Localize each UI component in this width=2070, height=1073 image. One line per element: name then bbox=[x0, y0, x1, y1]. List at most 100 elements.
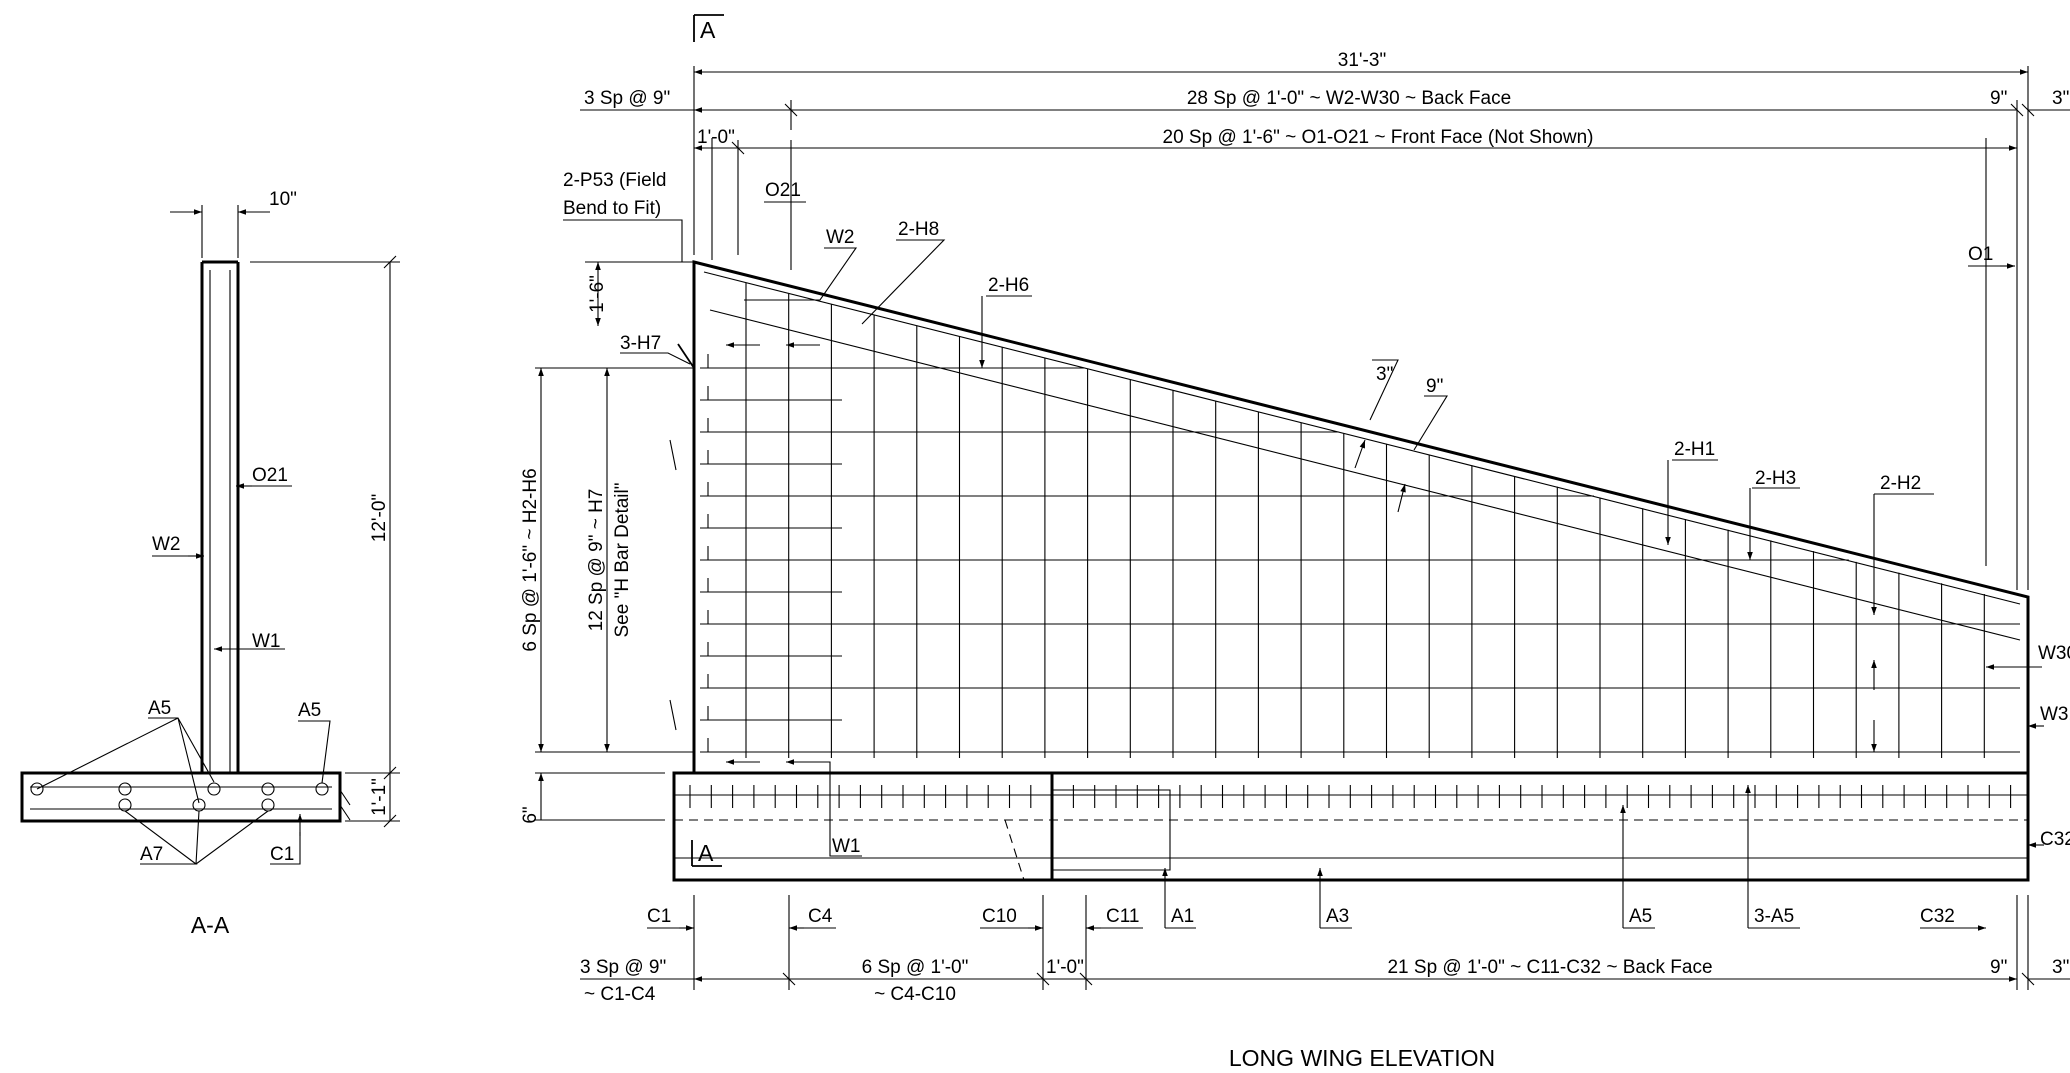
bottom-extension-lines bbox=[693, 895, 2029, 990]
elevation-grid bbox=[674, 283, 2028, 859]
cut-mark-top-label: A bbox=[700, 17, 716, 43]
nine-in-arrow bbox=[1397, 483, 1406, 513]
overall-dim: 31'-3" bbox=[1338, 50, 1386, 71]
label-o21: O21 bbox=[765, 180, 801, 201]
bottom-back-face: 21 Sp @ 1'-0" ~ C11-C32 ~ Back Face bbox=[1387, 957, 1712, 978]
section-footing-bars bbox=[30, 786, 332, 810]
top-sp-3-9: 3 Sp @ 9" bbox=[584, 88, 670, 109]
bottom-end-3: 3" bbox=[2052, 957, 2069, 978]
bottom-c4-c10: ~ C4-C10 bbox=[874, 984, 956, 1005]
label-c32: C32 bbox=[1920, 906, 1955, 927]
label-c11: C11 bbox=[1106, 906, 1139, 927]
h3-leader bbox=[1749, 487, 1800, 530]
bottom-sp-3-9: 3 Sp @ 9" bbox=[580, 957, 666, 978]
bottom-sp-6-1: 6 Sp @ 1'-0" bbox=[862, 957, 969, 978]
bottom-dim-ticks bbox=[782, 972, 2035, 986]
label-h8: 2-H8 bbox=[898, 219, 939, 240]
label-w2: W2 bbox=[826, 227, 855, 248]
cut-mark-top bbox=[693, 14, 724, 42]
dim-h7-line2: See "H Bar Detail" bbox=[612, 483, 633, 638]
left-extension-lines bbox=[535, 261, 694, 821]
label-a5-3: 3-A5 bbox=[1754, 906, 1794, 927]
h7-leader bbox=[620, 352, 691, 365]
label-c1: C1 bbox=[647, 906, 671, 927]
top-bar-line-2 bbox=[709, 309, 2021, 641]
cut-mark-bottom bbox=[691, 840, 722, 867]
label-nine-in: 9" bbox=[1426, 376, 1443, 397]
chamfer-detail bbox=[677, 343, 695, 369]
a3-leader bbox=[1319, 900, 1352, 929]
label-h3: 2-H3 bbox=[1755, 468, 1796, 489]
section-footing-dim: 1'-1" bbox=[369, 778, 390, 816]
label-w31: W31 bbox=[2040, 704, 2070, 725]
section-stem-outline bbox=[200, 260, 240, 773]
a5-left-leaders bbox=[36, 717, 215, 804]
label-w30: W30 bbox=[2038, 643, 2070, 664]
dim-h-bars: 6 Sp @ 1'-6" ~ H2-H6 bbox=[520, 468, 541, 651]
h8-leader bbox=[861, 239, 946, 325]
section-label-a5-right: A5 bbox=[298, 700, 321, 721]
a7-leaders bbox=[124, 810, 269, 865]
section-width-extension bbox=[201, 205, 239, 258]
dim-h7-line1: 12 Sp @ 9" ~ H7 bbox=[586, 489, 607, 632]
a5-right-leader bbox=[298, 720, 331, 784]
dim-one-six: 1'-6" bbox=[587, 275, 608, 313]
cut-mark-bottom-label: A bbox=[698, 840, 714, 866]
top-end-9: 9" bbox=[1990, 88, 2007, 109]
label-h6: 2-H6 bbox=[988, 275, 1029, 296]
section-label-a7: A7 bbox=[140, 844, 163, 865]
a5-3-leader bbox=[1747, 810, 1800, 929]
label-c32-right: C32 bbox=[2040, 829, 2070, 850]
label-h1: 2-H1 bbox=[1674, 439, 1715, 460]
label-three-in: 3" bbox=[1376, 364, 1393, 385]
label-h7: 3-H7 bbox=[620, 333, 661, 354]
a5-leader bbox=[1622, 830, 1655, 929]
nine-in-leader bbox=[1413, 395, 1448, 451]
h2-leader bbox=[1873, 493, 1934, 600]
section-label-w2: W2 bbox=[152, 534, 181, 555]
top-bar-line bbox=[703, 271, 2021, 605]
section-title: A-A bbox=[191, 912, 230, 938]
section-a-a: 10" 12'-0" 1'-1" O21 W2 W1 A5 A5 A7 C1 A… bbox=[20, 189, 400, 938]
three-in-arrow bbox=[1354, 439, 1366, 469]
label-p53-line1: 2-P53 (Field bbox=[563, 170, 667, 191]
bottom-end-9: 9" bbox=[1990, 957, 2007, 978]
label-p53-line2: Bend to Fit) bbox=[563, 198, 661, 219]
bottom-one-ft: 1'-0" bbox=[1046, 957, 1084, 978]
section-footing-ticks bbox=[339, 789, 397, 828]
label-c10: C10 bbox=[982, 906, 1017, 927]
bottom-c1-c4: ~ C1-C4 bbox=[584, 984, 656, 1005]
top-one-ft: 1'-0" bbox=[697, 127, 735, 148]
a1-leader bbox=[1164, 900, 1196, 929]
dim-six: 6" bbox=[520, 806, 541, 823]
h1-leader bbox=[1667, 459, 1718, 500]
section-label-c1: C1 bbox=[270, 844, 294, 865]
label-w1: W1 bbox=[832, 836, 861, 857]
section-height-dim: 12'-0" bbox=[369, 494, 390, 542]
long-wing-elevation: A A 31'-3" 3 Sp @ 9" 28 Sp @ 1'-0" ~ W2-… bbox=[520, 14, 2070, 1071]
w2-leader bbox=[744, 247, 858, 301]
front-face-tick bbox=[731, 141, 745, 155]
front-face-dim: 20 Sp @ 1'-6" ~ O1-O21 ~ Front Face (Not… bbox=[1163, 127, 1594, 148]
section-height-extension bbox=[250, 261, 400, 774]
footing-inner-box bbox=[1052, 789, 1171, 871]
footing-dashed-slope bbox=[1004, 819, 1025, 881]
h6-leader bbox=[981, 295, 1032, 340]
section-label-o21: O21 bbox=[252, 465, 288, 486]
three-in-leader bbox=[1369, 359, 1399, 421]
section-stem-bars bbox=[209, 270, 231, 773]
section-label-w1: W1 bbox=[252, 631, 281, 652]
label-h2: 2-H2 bbox=[1880, 473, 1921, 494]
c1-callout-leader bbox=[270, 832, 301, 865]
section-width-dim: 10" bbox=[269, 189, 297, 210]
break-lines bbox=[669, 439, 677, 731]
w1-leader bbox=[820, 761, 862, 857]
top-end-3: 3" bbox=[2052, 88, 2069, 109]
label-a3: A3 bbox=[1326, 906, 1349, 927]
label-a1: A1 bbox=[1171, 906, 1194, 927]
label-a5: A5 bbox=[1629, 906, 1652, 927]
wing-wall-outline bbox=[672, 260, 2030, 882]
top-extension-lines bbox=[693, 66, 2029, 590]
label-c4: C4 bbox=[808, 906, 833, 927]
